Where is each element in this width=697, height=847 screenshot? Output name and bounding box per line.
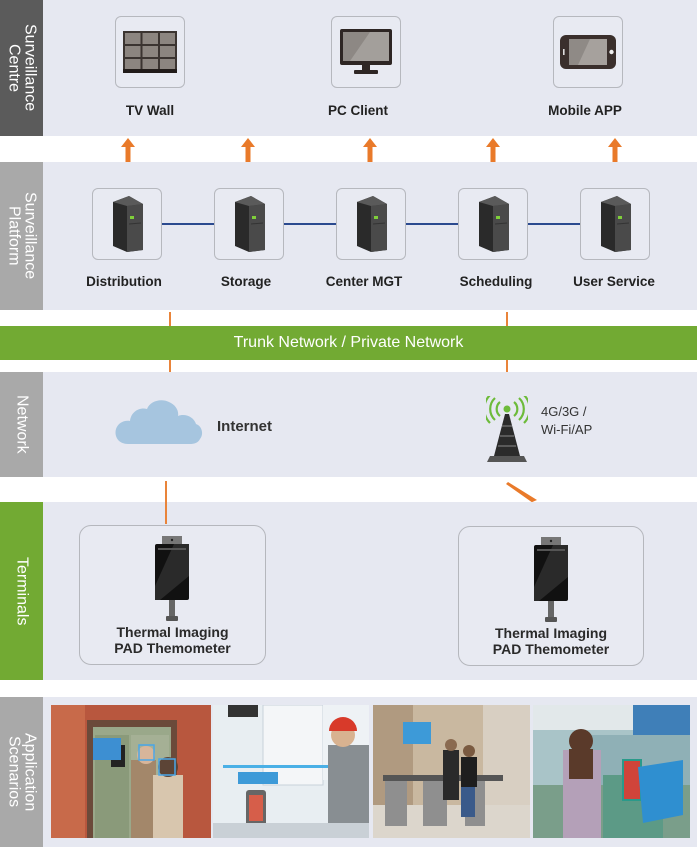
terminal-box: Thermal Imaging PAD Themometer	[79, 525, 266, 665]
tv-wall-label: TV Wall	[125, 103, 175, 118]
internet-label: Internet	[217, 418, 273, 435]
server-icon	[357, 196, 387, 252]
user-service-tile	[580, 188, 650, 260]
thermal-pad-icon	[534, 537, 568, 622]
storage-label: Storage	[220, 274, 272, 289]
terminal-box: Thermal Imaging PAD Themometer	[458, 526, 644, 666]
mobile-app-tile	[553, 16, 623, 88]
pc-client-tile	[331, 16, 401, 88]
pc-client-label: PC Client	[327, 103, 389, 118]
surveillance-centre-label: Surveillance Centre	[0, 0, 43, 136]
wireless-label-line2: Wi-Fi/AP	[541, 422, 593, 437]
storage-tile	[214, 188, 284, 260]
terminal-label: Thermal Imaging PAD Themometer	[114, 624, 231, 656]
trunk-network-bar: Trunk Network / Private Network	[0, 326, 697, 360]
server-icon	[479, 196, 509, 252]
double-arrow-icon	[121, 138, 135, 178]
server-icon	[601, 196, 631, 252]
double-arrow-icon	[608, 138, 622, 178]
cloud-icon	[115, 400, 203, 444]
terminal-label: Thermal Imaging PAD Themometer	[492, 625, 610, 657]
wireless-link-icon	[506, 482, 555, 521]
distribution-tile	[92, 188, 162, 260]
double-arrow-icon	[241, 138, 255, 178]
building-entrance-scene	[51, 705, 211, 838]
application-scenarios-label: Application Scenarios	[0, 697, 43, 847]
user-service-label: User Service	[573, 274, 655, 289]
mobile-app-label: Mobile APP	[548, 103, 622, 118]
network-band	[0, 372, 697, 477]
wireless-label-line1: 4G/3G /	[541, 404, 587, 419]
connector-line	[165, 502, 167, 524]
tv-wall-tile	[115, 16, 185, 88]
scheduling-label: Scheduling	[459, 274, 533, 289]
thermal-pad-icon	[155, 536, 189, 621]
terminals-label: Terminals	[0, 502, 43, 680]
monitor-icon	[340, 29, 392, 74]
center-mgt-label: Center MGT	[325, 274, 403, 289]
station-gate-scene	[533, 705, 690, 838]
double-arrow-icon	[486, 138, 500, 178]
distribution-label: Distribution	[86, 274, 162, 289]
cell-tower-icon	[486, 396, 528, 462]
worksite-checkin-scene	[213, 705, 369, 838]
center-mgt-tile	[336, 188, 406, 260]
smartphone-icon	[560, 35, 616, 69]
office-turnstile-scene	[373, 705, 530, 838]
double-arrow-icon	[363, 138, 377, 178]
network-label: Network	[0, 372, 43, 477]
tv-wall-icon	[123, 31, 177, 73]
scheduling-tile	[458, 188, 528, 260]
server-icon	[235, 196, 265, 252]
surveillance-platform-label: Surveillance Platform	[0, 162, 43, 310]
server-icon	[113, 196, 143, 252]
